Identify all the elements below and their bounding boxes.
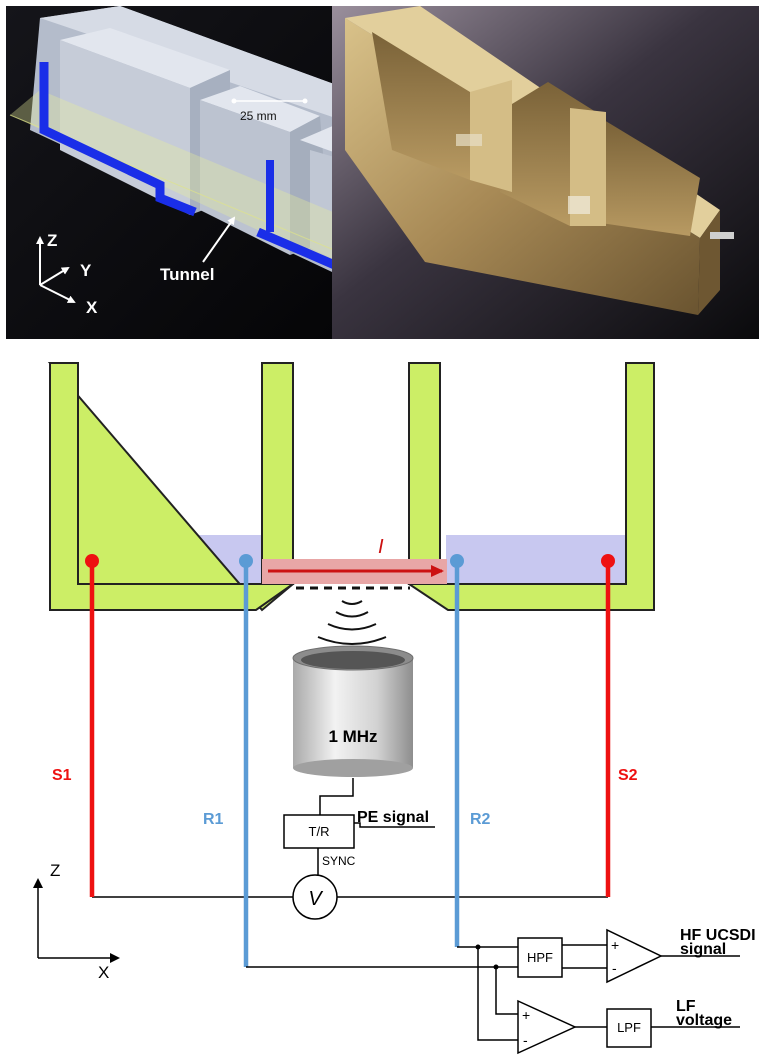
hf-amplifier [606, 928, 663, 984]
transducer: 1 MHz [292, 645, 414, 777]
photo-axis-y: Y [80, 261, 92, 280]
hpf-label: HPF [527, 950, 553, 965]
hf-amp-plus: + [611, 937, 619, 953]
pe-signal-label: PE signal [357, 809, 429, 826]
photo-axis-triad: Z Y X [36, 231, 98, 317]
hf-output-label-line1: HF UCSDI [680, 927, 756, 944]
lpf-label: LPF [617, 1020, 641, 1035]
electrode-s1-tip [85, 554, 99, 568]
lf-output-label-line1: LF [676, 998, 696, 1015]
lf-amplifier [517, 999, 577, 1055]
electrode-r2-label: R2 [470, 811, 491, 828]
electrode-s2-tip [601, 554, 615, 568]
chamber-cross-section [47, 362, 655, 612]
lf-amp-plus: + [522, 1007, 530, 1023]
transducer-label: 1 MHz [328, 727, 377, 746]
electrode-r2-tip [450, 554, 464, 568]
lf-output-label-line2: voltage [676, 1012, 732, 1029]
device-photograph [332, 6, 759, 339]
photo-panel: 25 mm Tunnel Z Y X [6, 6, 759, 339]
dimension-label: 25 mm [240, 109, 277, 123]
photo-axis-z: Z [47, 231, 57, 250]
junction-dot [475, 944, 481, 950]
lpf-box [606, 1008, 652, 1048]
hf-amp-minus: - [612, 960, 617, 976]
junction-dot [493, 964, 499, 970]
electrode-s2-label: S2 [618, 767, 638, 784]
lf-amp-minus: - [523, 1032, 528, 1048]
photo-axis-x: X [86, 298, 98, 317]
tunnel-label: Tunnel [160, 265, 214, 284]
sync-label: SYNC [322, 854, 356, 868]
pe-signal-wire [354, 822, 435, 828]
electrode-s1-label: S1 [52, 767, 72, 784]
schematic-diagram: I 1 MHz T/R PE signal SYNC V S1 S2 R1 R2 [33, 362, 756, 1055]
signal-wiring [246, 944, 740, 1041]
diagram-axis-x: X [98, 963, 109, 982]
tr-box-label: T/R [309, 824, 330, 839]
transducer-cable [319, 778, 354, 815]
electrode-r1-tip [239, 554, 253, 568]
hpf-box [517, 937, 563, 978]
electrode-r1-label: R1 [203, 811, 224, 828]
saline-right [446, 535, 626, 584]
voltmeter-label: V [308, 888, 323, 910]
hf-output-label-line2: signal [680, 941, 726, 958]
tr-box [283, 814, 355, 849]
diagram-axes: Z X [33, 861, 120, 982]
diagram-axis-z: Z [50, 861, 60, 880]
current-label: I [378, 536, 384, 558]
ultrasound-waves [317, 600, 387, 645]
